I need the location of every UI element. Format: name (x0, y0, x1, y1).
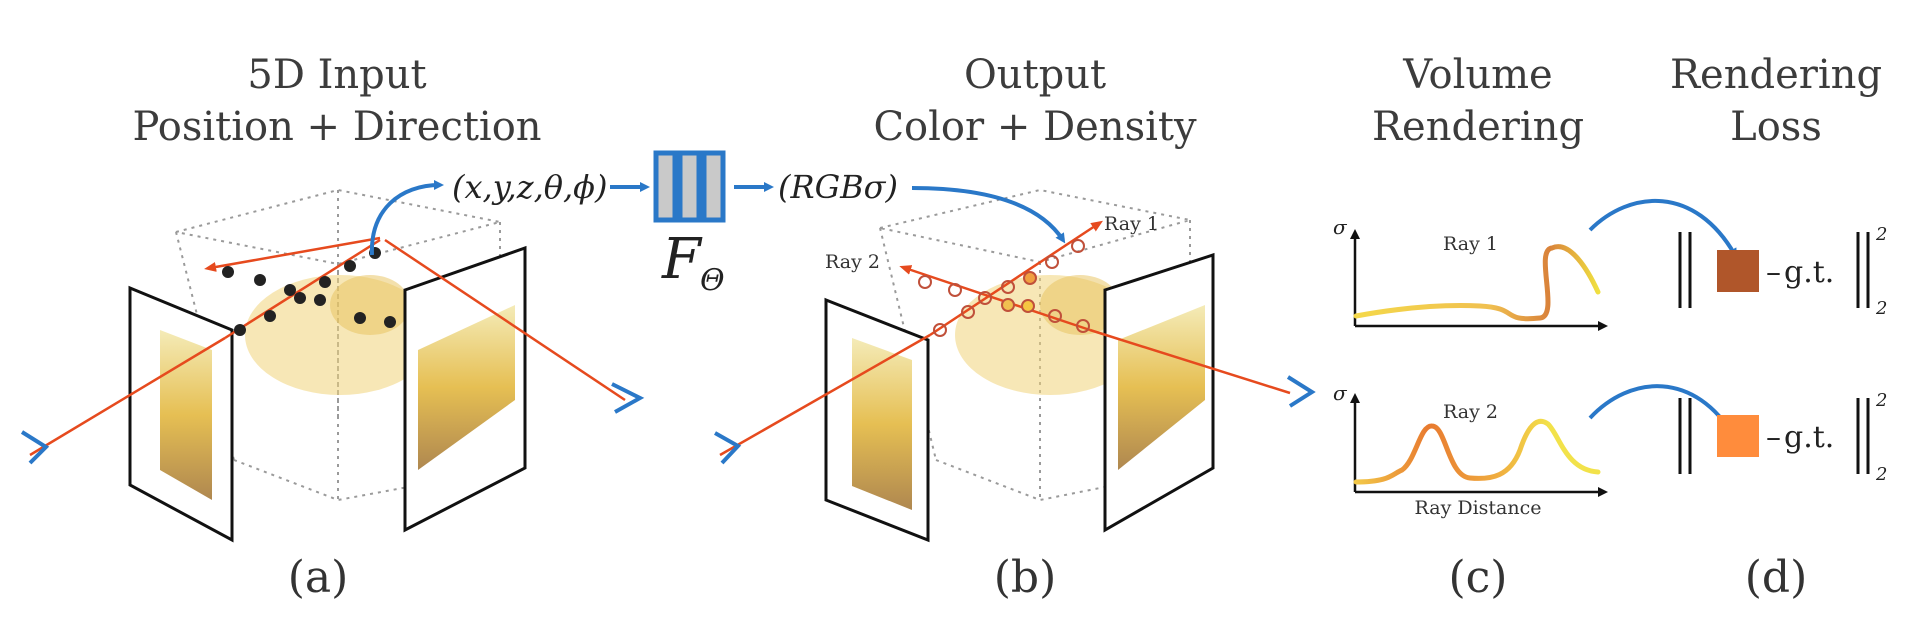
ray2-label-b: Ray 2 (825, 251, 880, 273)
ray-a-2 (224, 238, 381, 340)
loss-ray1: – g.t. 2 2 (1678, 224, 1887, 319)
ray-b-2-back (1089, 328, 1291, 395)
plot-ray2-title: Ray 2 (1443, 401, 1498, 423)
title-b-line2: Color + Density (873, 104, 1197, 150)
input-tuple: (x,y,z,θ,ϕ) (452, 168, 607, 206)
title-a-line2: Position + Direction (132, 104, 541, 150)
plot-x-axis-label: Ray Distance (1415, 497, 1542, 519)
loss-ray1-subscript: 2 (1875, 298, 1887, 319)
ray-a-1 (204, 236, 381, 272)
density-curve-ray1 (1353, 244, 1601, 322)
loss-ray2-gt: g.t. (1784, 420, 1834, 455)
title-d-line1: Rendering (1670, 52, 1882, 98)
plot-ray2: σ Ray 2 Ray Distance (1333, 381, 1608, 519)
sample-points-a (222, 247, 396, 336)
ray1-label-b: Ray 1 (1104, 213, 1159, 235)
title-d-line2: Loss (1730, 104, 1822, 150)
ray-b-1-back (719, 333, 931, 457)
panel-label-c: (c) (1449, 552, 1508, 603)
title-c-line2: Rendering (1372, 104, 1584, 150)
arrow-scene-to-input (369, 180, 444, 256)
title-a-line1: 5D Input (247, 52, 426, 98)
ray-b-1 (929, 220, 1104, 337)
loss-ray2: – g.t. 2 2 (1678, 390, 1887, 485)
panel-label-b: (b) (994, 552, 1057, 603)
loss-ray1-gt: g.t. (1784, 255, 1834, 290)
ray-a-1-back (384, 238, 626, 402)
loss-ray1-minus: – (1766, 255, 1781, 290)
title-b-line1: Output (964, 52, 1106, 98)
sample-points-b-filled (1001, 271, 1037, 313)
scene-b: Ray 1 Ray 2 (714, 186, 1316, 543)
plot-ray1: σ Ray 1 (1333, 215, 1608, 331)
arrow-output-to-scene (911, 186, 1066, 244)
panel-label-a: (a) (288, 552, 349, 603)
arrow-plot1-to-loss (1588, 198, 1737, 259)
ray-a-2-back (29, 336, 226, 457)
output-tuple: (RGBσ) (778, 168, 898, 206)
camera-icon-a-left (20, 430, 50, 465)
plot-ray1-title: Ray 1 (1443, 233, 1498, 255)
camera-icon-b-right (1286, 375, 1316, 408)
arrow-plot2-to-loss (1588, 384, 1738, 442)
panel-label-d: (d) (1745, 552, 1808, 603)
loss-ray2-minus: – (1766, 420, 1781, 455)
title-c-line1: Volume (1402, 52, 1552, 98)
loss-ray2-superscript: 2 (1875, 390, 1887, 411)
camera-icon-b-left (714, 431, 742, 465)
loss-ray1-superscript: 2 (1875, 224, 1887, 245)
sample-points-b (918, 239, 1090, 337)
loss-ray2-color-swatch (1717, 415, 1759, 457)
plot-ray2-sigma: σ (1333, 381, 1348, 405)
loss-ray2-subscript: 2 (1875, 464, 1887, 485)
loss-ray1-color-swatch (1717, 250, 1759, 292)
density-curve-ray2 (1353, 418, 1601, 485)
function-subscript: Θ (700, 263, 725, 298)
camera-icon-a-right (611, 382, 645, 414)
scene-a (20, 180, 645, 543)
plot-ray1-sigma: σ (1333, 215, 1348, 239)
network-block (653, 150, 726, 223)
function-symbol: F (661, 227, 703, 292)
